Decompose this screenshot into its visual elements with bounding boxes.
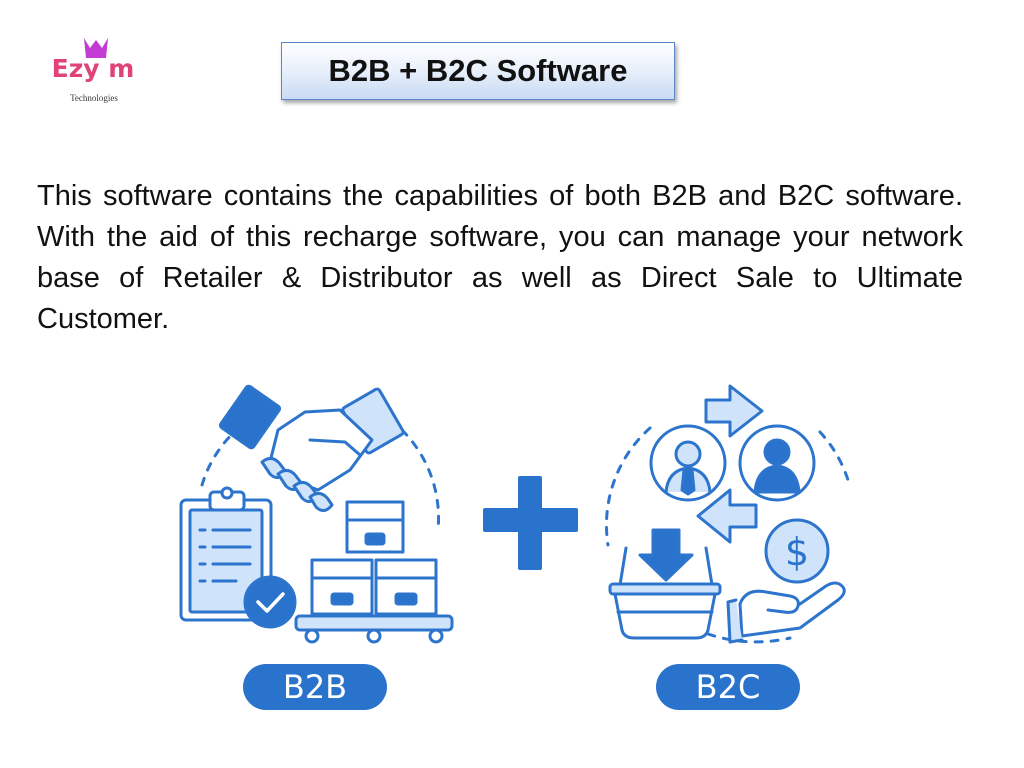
b2b-label-text: B2B [282, 668, 348, 706]
arrow-down-icon [638, 528, 694, 582]
logo-subtitle: Technologies [70, 93, 118, 103]
title-banner: B2B + B2C Software [281, 42, 675, 100]
hand-icon [726, 581, 846, 644]
crown-icon [84, 38, 108, 58]
arrow-right-icon [704, 384, 764, 438]
handshake-icon [218, 384, 405, 512]
boxes-icon [310, 500, 438, 616]
arrow-left-icon [696, 488, 758, 544]
company-logo: Ezy m Technologies [44, 32, 140, 108]
plus-icon [483, 476, 578, 570]
b2c-label-text: B2C [695, 668, 761, 706]
description-paragraph: This software contains the capabilities … [37, 180, 963, 335]
dollar-sign: $ [785, 530, 809, 574]
page-title: B2B + B2C Software [328, 53, 628, 88]
logo-wordmark: Ezy m [51, 54, 135, 83]
check-badge-icon [243, 575, 297, 629]
b2c-dashed-arc-right [818, 430, 850, 482]
shopping-basket-icon [608, 546, 722, 640]
dollar-coin-icon [764, 518, 830, 584]
b2c-dashed-arc-bottom [706, 632, 792, 644]
pallet-icon [294, 614, 454, 644]
b2b-label: B2B [243, 664, 387, 710]
b2c-label: B2C [656, 664, 800, 710]
b2c-dashed-arc-left [604, 426, 652, 547]
b2b-dashed-arc-right [400, 428, 441, 532]
customer-avatar-icon [738, 424, 816, 502]
businessman-avatar-icon [649, 424, 727, 502]
